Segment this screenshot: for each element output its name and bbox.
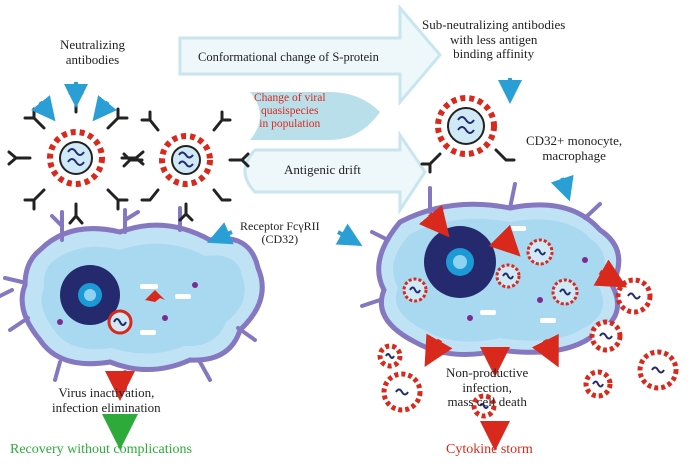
released-virions bbox=[377, 259, 679, 451]
antigenic-drift-arrow-band bbox=[243, 130, 427, 216]
cd32-monocyte-label: CD32+ monocyte,macrophage bbox=[526, 133, 623, 163]
recovery-label: Recovery without complications bbox=[10, 442, 192, 457]
receptor-arrow-right bbox=[335, 223, 363, 246]
antigenic-drift-label: Antigenic drift bbox=[284, 162, 361, 177]
evolution-arrows bbox=[178, 3, 442, 216]
cytokine-storm-label: Cytokine storm bbox=[446, 442, 533, 457]
right-cell bbox=[360, 182, 638, 357]
left-cell bbox=[0, 206, 265, 392]
conformational-change-label: Conformational change of S-protein bbox=[198, 50, 379, 64]
receptor-arrow-left bbox=[206, 222, 234, 245]
virus-inactivation-label: Virus inactivation,infection elimination bbox=[52, 385, 161, 415]
quasispecies-band bbox=[250, 92, 380, 140]
neutralized-virus-complex-2 bbox=[122, 110, 250, 222]
receptor-label: Receptor FcγRII(CD32) bbox=[240, 219, 320, 247]
sub-neutralized-virus-complex bbox=[420, 78, 574, 202]
conformational-arrow-band bbox=[178, 3, 442, 107]
neutralized-virus-complex-1 bbox=[7, 82, 145, 225]
